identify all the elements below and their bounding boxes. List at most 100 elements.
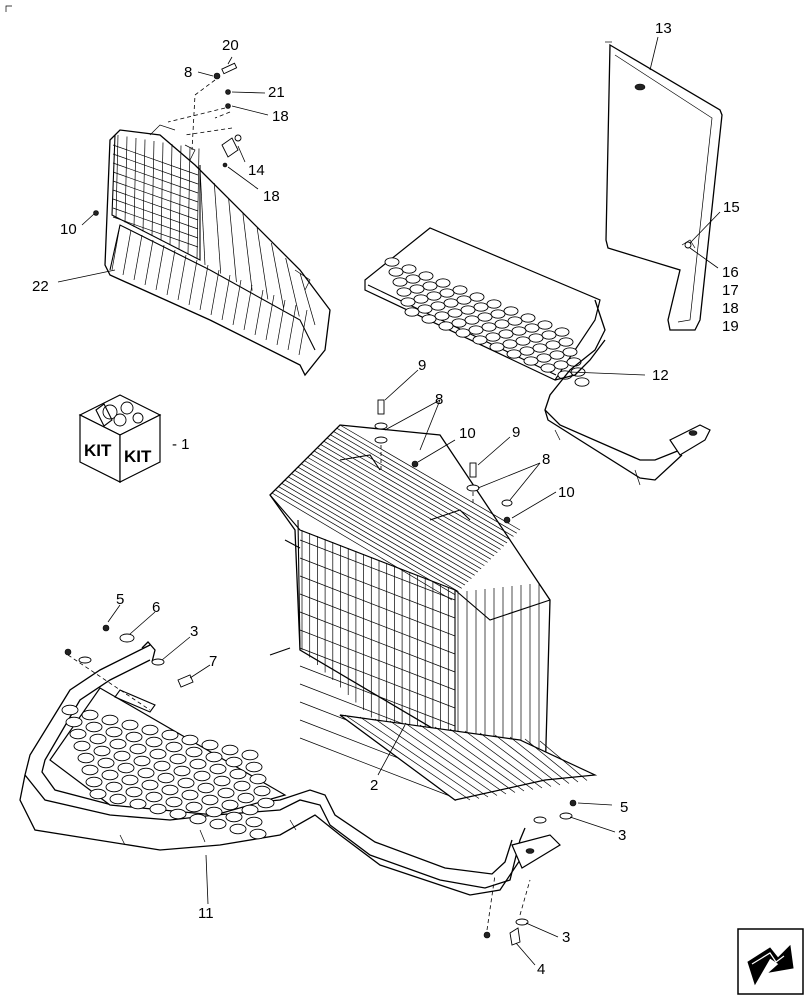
wire-bar — [494, 734, 561, 786]
callout-22: 22 — [32, 278, 49, 295]
wire-bar — [299, 665, 456, 727]
hardware-cage — [374, 399, 513, 524]
wire-bar — [254, 289, 264, 336]
wire-bar — [299, 272, 316, 326]
perforation-hole — [125, 731, 143, 743]
step-11 — [19, 641, 561, 896]
perforation-hole — [540, 363, 556, 373]
perforation-hole — [536, 353, 552, 363]
wire-bar — [213, 182, 222, 274]
perforation-hole — [225, 756, 243, 768]
perforation-hole — [507, 316, 523, 326]
perforation-hole — [515, 336, 531, 346]
perforation-hole — [181, 789, 199, 801]
perforation-hole — [81, 764, 99, 776]
perforation-hole — [257, 797, 275, 809]
wire-bar — [300, 463, 482, 570]
perforation-hole — [384, 257, 400, 267]
perforation-hole — [145, 791, 163, 803]
wire-bar — [271, 492, 453, 601]
perforation-hole — [197, 782, 215, 794]
perforation-hole — [165, 796, 183, 808]
wire-bar — [389, 720, 498, 796]
wire-bar — [359, 716, 480, 799]
perforation-hole — [209, 818, 227, 830]
wire-bar — [339, 424, 521, 531]
callouts: 20 8 21 18 14 18 10 22 13 15 16 17 18 19… — [32, 20, 740, 978]
wire-bar — [276, 299, 286, 346]
perforation-hole — [217, 787, 235, 799]
perforation-hole — [392, 277, 408, 287]
wire-bar — [404, 722, 507, 795]
perforation-hole — [558, 337, 574, 347]
wire-cage-2 — [269, 424, 598, 802]
perforation-hole — [81, 709, 99, 721]
callout-9: 9 — [418, 357, 426, 374]
wire-bar — [479, 732, 552, 787]
callout-5: 5 — [116, 591, 124, 608]
perforation-hole — [523, 356, 539, 366]
perforation-hole — [524, 323, 540, 333]
wire-bar — [294, 470, 475, 576]
perforation-hole — [554, 327, 570, 337]
callout-14: 14 — [248, 162, 265, 179]
wire-bar — [449, 728, 534, 790]
wire-bar — [304, 460, 485, 566]
wire-bar — [524, 738, 579, 783]
kit-label-left: KIT — [84, 441, 112, 460]
hardware-upper-left — [93, 62, 242, 216]
perforation-hole — [447, 308, 463, 318]
wire-bar — [112, 198, 199, 230]
perforation-hole — [489, 342, 505, 352]
perforation-hole — [422, 281, 438, 291]
perforation-hole — [464, 315, 480, 325]
wire-bar — [112, 180, 199, 212]
wire-bar — [323, 440, 504, 547]
perforation-hole — [421, 314, 437, 324]
wire-bar — [509, 736, 570, 784]
callout-9: 9 — [512, 424, 520, 441]
perforation-hole — [225, 811, 243, 823]
perforation-hole — [241, 804, 259, 816]
wire-bar — [299, 593, 456, 655]
callout-17: 17 — [722, 282, 739, 299]
perforation-hole — [241, 749, 259, 761]
perforation-hole — [417, 304, 433, 314]
perforation-hole — [452, 285, 468, 295]
perforation-hole — [213, 775, 231, 787]
wire-bar — [124, 136, 128, 223]
wire-bar — [151, 140, 155, 237]
wire-bar — [298, 309, 308, 356]
next-page-arrow-icon[interactable] — [737, 928, 804, 995]
wire-bar — [166, 249, 176, 296]
wire-bar — [330, 434, 511, 541]
wire-bar — [299, 539, 456, 601]
perforation-hole — [506, 349, 522, 359]
perforation-hole — [233, 780, 251, 792]
wire-bar — [221, 274, 231, 321]
wire-bar — [112, 162, 199, 194]
callout-2: 2 — [370, 777, 378, 794]
perforation-hole — [85, 721, 103, 733]
perforation-hole — [105, 726, 123, 738]
perforation-hole — [161, 784, 179, 796]
perforation-hole — [173, 765, 191, 777]
perforation-hole — [532, 343, 548, 353]
callout-18: 18 — [272, 108, 289, 125]
perforation-hole — [468, 325, 484, 335]
perforation-hole — [245, 816, 263, 828]
perforation-hole — [245, 761, 263, 773]
perforation-hole — [455, 328, 471, 338]
perforation-hole — [149, 748, 167, 760]
perforation-hole — [221, 799, 239, 811]
callout-19: 19 — [722, 318, 739, 335]
wire-bar — [232, 279, 242, 326]
perforation-hole — [566, 357, 582, 367]
callout-11: 11 — [198, 905, 214, 922]
wire-bar — [299, 647, 456, 709]
wire-bar — [243, 284, 253, 331]
perforation-hole — [169, 753, 187, 765]
perforation-hole — [133, 755, 151, 767]
wire-bar — [196, 148, 200, 259]
